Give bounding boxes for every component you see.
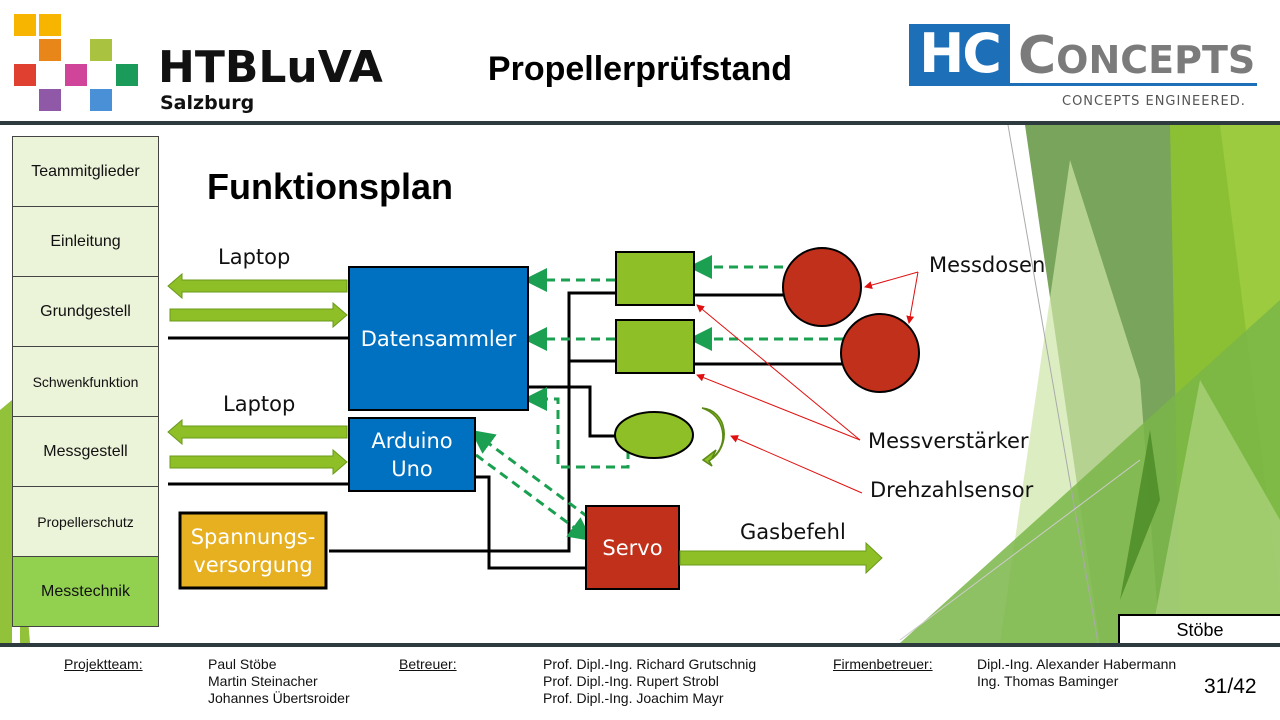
- partner-logo-rest: ONCEPTS: [1056, 38, 1256, 82]
- nav-item-einleitung[interactable]: Einleitung: [12, 206, 159, 276]
- rotation-icon: [701, 407, 725, 467]
- company-advisor: Ing. Thomas Baminger: [977, 673, 1119, 689]
- wire: [329, 291, 616, 553]
- amplifier-block: [615, 251, 695, 306]
- page-number: 31/42: [1204, 675, 1257, 698]
- power-supply-label: Spannungs-versorgung: [180, 523, 326, 579]
- wire: [475, 475, 586, 570]
- servo-label: Servo: [602, 536, 663, 560]
- load-cell: [840, 313, 920, 393]
- laptop-out-arrow: [167, 272, 348, 300]
- drehzahlsensor-label: Drehzahlsensor: [870, 478, 1034, 502]
- nav-item-propellerschutz[interactable]: Propellerschutz: [12, 486, 159, 556]
- advisors-label: Betreuer:: [399, 656, 457, 672]
- nav-item-schwenkfunktion[interactable]: Schwenkfunktion: [12, 346, 159, 416]
- logo-square: [90, 39, 112, 61]
- load-cell: [782, 247, 862, 327]
- logo-square: [14, 64, 36, 86]
- school-name: HTBLuVA: [158, 42, 383, 93]
- speed-sensor: [614, 411, 694, 459]
- partner-logo-underline: [909, 83, 1257, 86]
- advisor: Prof. Dipl.-Ing. Joachim Mayr: [543, 690, 724, 706]
- school-city: Salzburg: [160, 92, 255, 114]
- arduino-label-line1: Arduino: [371, 429, 453, 453]
- nav-item-teammitglieder[interactable]: Teammitglieder: [12, 136, 159, 206]
- signal-line: [523, 387, 630, 469]
- callout-line: [696, 304, 861, 441]
- logo-square: [39, 14, 61, 36]
- power-supply-block: [178, 511, 328, 590]
- logo-square: [90, 89, 112, 111]
- laptop-in-arrow: [169, 301, 348, 329]
- company-advisor: Dipl.-Ing. Alexander Habermann: [977, 656, 1177, 672]
- messdosen-label: Messdosen: [929, 253, 1046, 277]
- callout-line: [864, 271, 919, 289]
- partner-logo-initial: C: [1018, 26, 1057, 86]
- nav-item-messgestell[interactable]: Messgestell: [12, 416, 159, 486]
- advisor: Prof. Dipl.-Ing. Richard Grutschnig: [543, 656, 757, 672]
- datensammler-label: Datensammler: [360, 327, 517, 351]
- slide-author: Stöbe: [1118, 614, 1280, 646]
- wire: [529, 385, 616, 438]
- arduino-label-line2: Uno: [391, 457, 433, 481]
- footer-divider: [0, 643, 1280, 647]
- slide-title: Funktionsplan: [207, 166, 453, 207]
- company-advisors-label: Firmenbetreuer:: [833, 656, 933, 672]
- partner-logo-mark: HC: [909, 24, 1010, 84]
- servo-block: [585, 505, 680, 590]
- power-supply-label-line1: Spannungs-: [190, 525, 316, 549]
- partner-logo-tagline: CONCEPTS ENGINEERED.: [1062, 94, 1246, 109]
- team-member: Paul Stöbe: [208, 656, 277, 672]
- callout-line: [696, 373, 861, 441]
- callout-line: [906, 271, 919, 324]
- nav-item-messtechnik[interactable]: Messtechnik: [12, 556, 159, 627]
- power-supply-label-line2: versorgung: [193, 553, 313, 577]
- datensammler-block: [348, 266, 529, 411]
- arduino-block: [348, 417, 476, 492]
- logo-square: [39, 39, 61, 61]
- gasbefehl-arrow: [679, 541, 883, 575]
- logo-square: [14, 14, 36, 36]
- laptop-in-arrow: [169, 448, 348, 476]
- laptop-label: Laptop: [218, 245, 291, 269]
- signal-line: [470, 429, 589, 519]
- logo-square: [65, 64, 87, 86]
- advisor: Prof. Dipl.-Ing. Rupert Strobl: [543, 673, 719, 689]
- header: HTBLuVA Salzburg Propellerprüfstand HC C…: [0, 0, 1280, 122]
- logo-square: [116, 64, 138, 86]
- partner-logo-name: CONCEPTS: [1018, 28, 1255, 88]
- gasbefehl-label: Gasbefehl: [740, 520, 846, 544]
- signal-line: [475, 453, 593, 542]
- team-member: Johannes Übertsroider: [208, 690, 350, 706]
- nav-item-grundgestell[interactable]: Grundgestell: [12, 276, 159, 346]
- laptop-out-arrow: [167, 418, 348, 446]
- amplifier-block: [615, 319, 695, 374]
- messverstaerker-label: Messverstärker: [868, 429, 1029, 453]
- background-decoration: [0, 125, 1280, 643]
- team-label: Projektteam:: [64, 656, 143, 672]
- header-divider: [0, 121, 1280, 125]
- logo-square: [39, 89, 61, 111]
- presentation-title: Propellerprüfstand: [487, 50, 793, 88]
- section-nav: Teammitglieder Einleitung Grundgestell S…: [12, 136, 159, 627]
- team-member: Martin Steinacher: [208, 673, 318, 689]
- callout-line: [730, 435, 863, 494]
- laptop-label: Laptop: [223, 392, 296, 416]
